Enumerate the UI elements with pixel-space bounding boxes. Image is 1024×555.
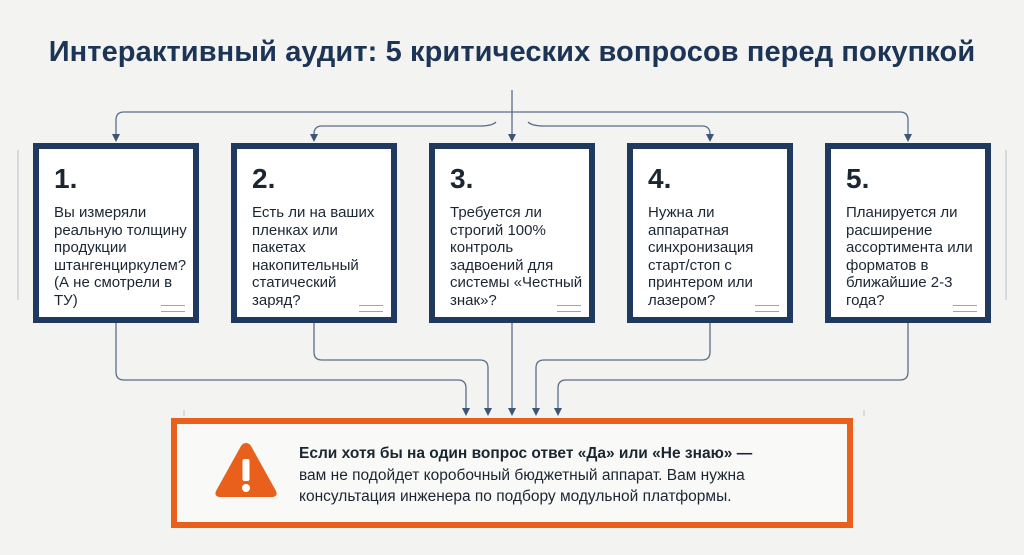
warning-triangle-icon [215,443,277,497]
conclusion-box: Если хотя бы на один вопрос ответ «Да» и… [171,418,853,528]
question-number: 5. [846,163,870,194]
card-corner-marks [557,305,581,312]
arrow-from-card-2 [313,323,492,416]
arrow-from-card-1 [115,323,470,416]
question-card-2: 2. Есть ли на ваших пленках или пакетах … [231,143,397,323]
page-title: Интерактивный аудит: 5 критических вопро… [48,36,976,68]
question-text: Есть ли на ваших пленках или пакетах нак… [252,204,375,309]
card-corner-marks [359,305,383,312]
question-card-4: 4. Нужна ли аппаратная синхронизация ста… [627,143,793,323]
question-text: Нужна ли аппаратная синхронизация старт/… [648,204,754,309]
question-text: Вы измеряли реальную толщину продукции ш… [54,204,187,309]
card-corner-marks [755,305,779,312]
arrow-from-card-5 [554,323,909,416]
arrow-into-card-2 [310,125,480,142]
arrow-into-card-1 [112,111,512,142]
question-number: 3. [450,163,474,194]
card-corner-marks [953,305,977,312]
question-text: Требуется ли строгий 100% контроль задво… [450,204,583,309]
question-card-1: 1. Вы измеряли реальную толщину продукци… [33,143,199,323]
conclusion-body: вам не подойдет коробочный бюджетный апп… [299,466,745,506]
arrow-into-card-5 [512,111,912,142]
conclusion-message: Если хотя бы на один вопрос ответ «Да» и… [299,443,839,508]
card-corner-marks [161,305,185,312]
question-card-5: 5. Планируется ли расширение ассортимент… [825,143,991,323]
conclusion-lead: Если хотя бы на один вопрос ответ «Да» и… [299,445,753,462]
question-number: 2. [252,163,276,194]
arrow-from-card-4 [532,323,711,416]
question-number: 4. [648,163,672,194]
question-card-3: 3. Требуется ли строгий 100% контроль за… [429,143,595,323]
arrow-into-card-4 [544,125,714,142]
question-number: 1. [54,163,78,194]
question-text: Планируется ли расширение ассортимента и… [846,204,973,309]
